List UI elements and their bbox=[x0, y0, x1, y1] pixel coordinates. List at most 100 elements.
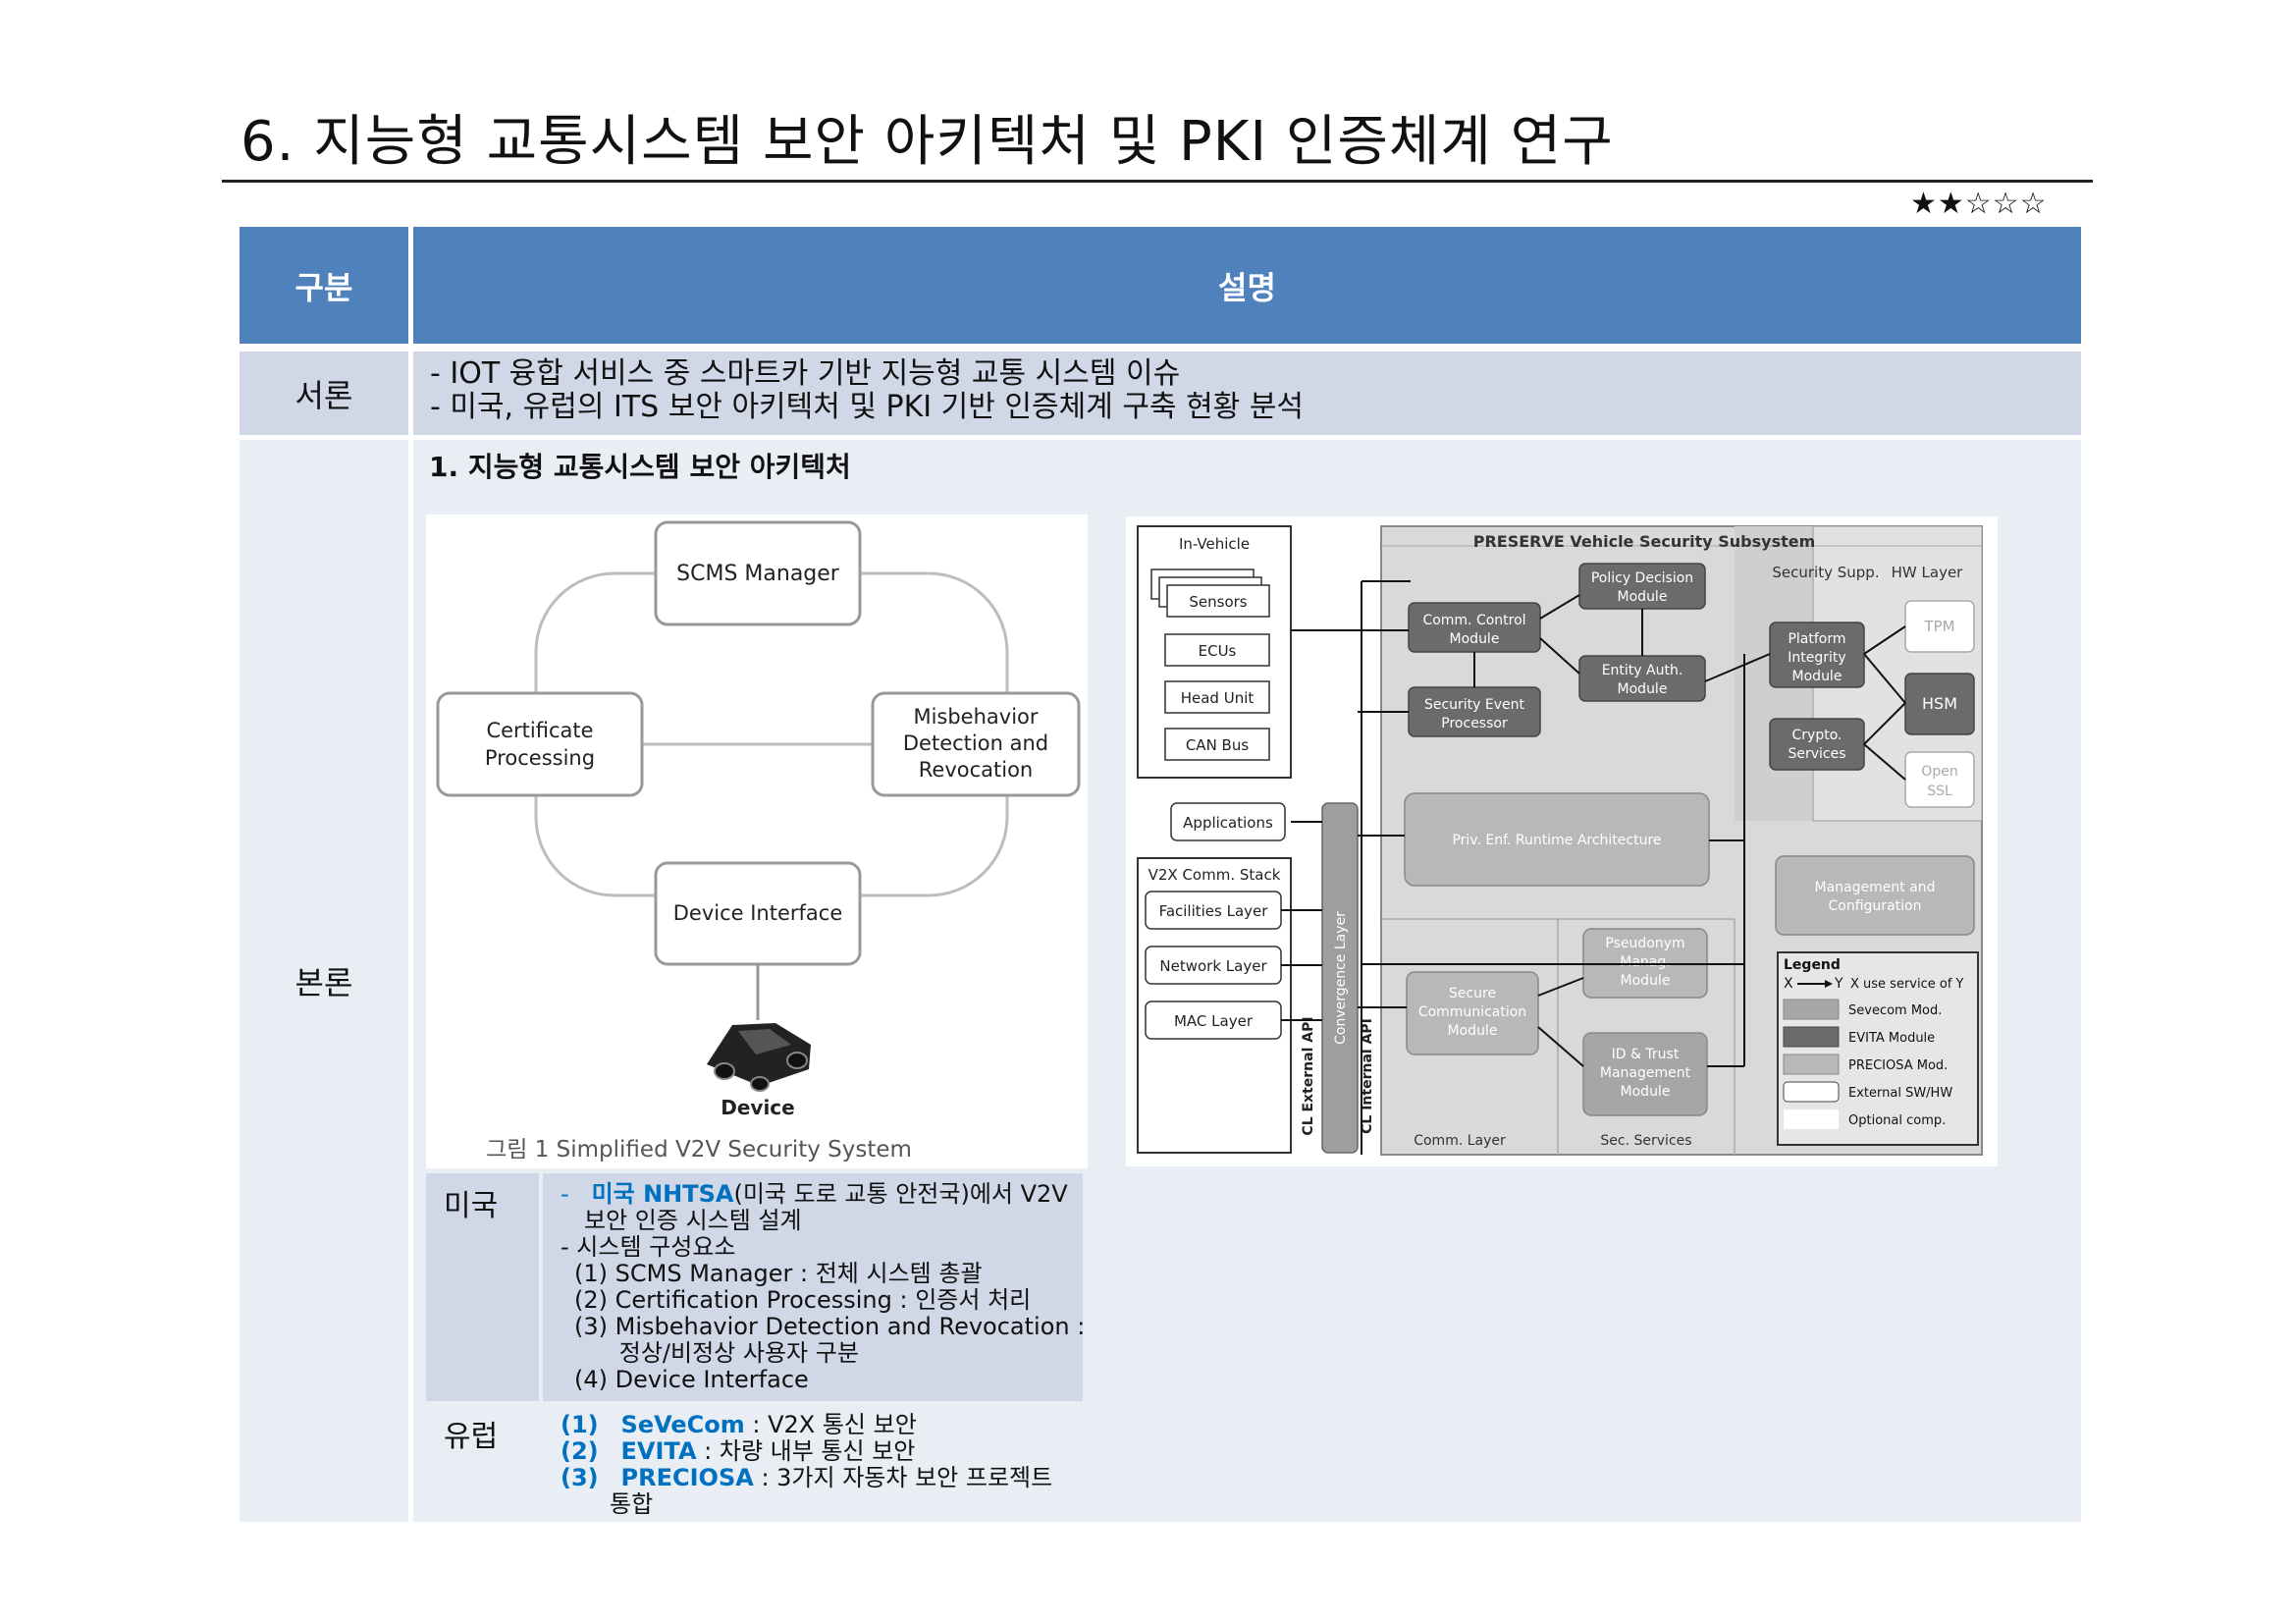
us-bullet-2: - 시스템 구성요소 bbox=[561, 1233, 736, 1261]
svg-text:Configuration: Configuration bbox=[1829, 898, 1922, 914]
svg-text:Revocation: Revocation bbox=[919, 758, 1033, 782]
intro-description-cell: - IOT 융합 서비스 중 스마트카 기반 지능형 교통 시스템 이슈 - 미… bbox=[413, 352, 2081, 435]
svg-text:Manag.: Manag. bbox=[1620, 954, 1670, 970]
star-rating: ★★☆☆☆ bbox=[1910, 187, 2048, 221]
svg-text:Module: Module bbox=[1792, 669, 1842, 684]
svg-text:Misbehavior: Misbehavior bbox=[913, 705, 1038, 729]
figure-preserve-architecture: PRESERVE Vehicle Security Subsystem Secu… bbox=[1126, 516, 1998, 1166]
us-label: 미국 bbox=[444, 1189, 499, 1223]
preserve-architecture-diagram: PRESERVE Vehicle Security Subsystem Secu… bbox=[1137, 525, 1983, 1156]
facilities-layer-label: Facilities Layer bbox=[1159, 902, 1269, 920]
eu-item-3: (3) PRECIOSA : 3가지 자동차 보안 프로젝트 bbox=[561, 1465, 1052, 1491]
svg-text:Module: Module bbox=[1621, 1084, 1671, 1100]
preserve-title: PRESERVE Vehicle Security Subsystem bbox=[1473, 532, 1816, 551]
us-bullet-1-dash: - bbox=[561, 1180, 569, 1208]
us-item-1: (1) SCMS Manager : 전체 시스템 총괄 bbox=[574, 1260, 983, 1287]
eu-label-cell: 유럽 bbox=[426, 1406, 539, 1522]
eu-label: 유럽 bbox=[444, 1420, 499, 1454]
openssl-module: Open SSL bbox=[1904, 751, 1975, 808]
connection-lines bbox=[1281, 580, 1906, 1155]
svg-text:Open: Open bbox=[1921, 764, 1957, 780]
eu-item-3-name: PRECIOSA bbox=[620, 1464, 754, 1491]
sensors-label: Sensors bbox=[1189, 593, 1247, 611]
intro-line-1: - IOT 융합 서비스 중 스마트카 기반 지능형 교통 시스템 이슈 bbox=[430, 356, 1181, 391]
us-org-name: 미국 NHTSA bbox=[591, 1180, 734, 1208]
eu-item-3-desc: : 3가지 자동차 보안 프로젝트 bbox=[753, 1464, 1053, 1491]
comm-control-module: Comm. Control Module bbox=[1408, 602, 1541, 653]
sec-services-label: Sec. Services bbox=[1600, 1133, 1691, 1149]
misbehavior-detection-node: Misbehavior Detection and Revocation bbox=[871, 691, 1081, 797]
header-category-cell: 구분 bbox=[240, 227, 408, 344]
svg-text:Module: Module bbox=[1618, 589, 1668, 605]
us-content-cell: - 미국 NHTSA(미국 도로 교통 안전국)에서 V2V 보안 인증 시스템… bbox=[543, 1173, 1086, 1401]
svg-text:Module: Module bbox=[1618, 681, 1668, 697]
ecus-label: ECUs bbox=[1199, 642, 1237, 660]
svg-text:Communication: Communication bbox=[1418, 1004, 1526, 1020]
section-heading: 1. 지능형 교통시스템 보안 아키텍처 bbox=[429, 451, 851, 483]
figure-1-caption: 그림 1 Simplified V2V Security System bbox=[486, 1137, 912, 1163]
svg-text:Processor: Processor bbox=[1441, 716, 1508, 731]
id-trust-management-module: ID & Trust Management Module bbox=[1582, 1032, 1708, 1116]
svg-text:Optional comp.: Optional comp. bbox=[1848, 1113, 1946, 1128]
priv-enf-runtime-module: Priv. Enf. Runtime Architecture bbox=[1404, 792, 1710, 887]
svg-text:HSM: HSM bbox=[1922, 694, 1957, 713]
eu-item-1-num: (1) bbox=[561, 1411, 599, 1438]
svg-text:Processing: Processing bbox=[485, 746, 595, 770]
svg-text:Security Event: Security Event bbox=[1424, 697, 1525, 713]
figure-v2v-security: SCMS Manager Certificate Processing Misb… bbox=[426, 514, 1088, 1168]
svg-text:SCMS Manager: SCMS Manager bbox=[676, 562, 840, 586]
eu-item-1-desc: : V2X 통신 보안 bbox=[744, 1411, 917, 1438]
us-label-cell: 미국 bbox=[426, 1173, 539, 1401]
body-category-label: 본론 bbox=[294, 964, 353, 1001]
cl-external-api-label: CL External API bbox=[1301, 1016, 1316, 1135]
svg-text:Legend: Legend bbox=[1784, 957, 1841, 973]
page-title: 6. 지능형 교통시스템 보안 아키텍처 및 PKI 인증체계 연구 bbox=[240, 110, 1614, 174]
eu-item-3-num: (3) bbox=[561, 1464, 599, 1491]
header-description-label: 설명 bbox=[1218, 268, 1276, 306]
svg-text:Integrity: Integrity bbox=[1788, 650, 1845, 666]
svg-text:Management and: Management and bbox=[1814, 880, 1935, 895]
svg-text:X use service of Y: X use service of Y bbox=[1850, 977, 1964, 992]
svg-text:Module: Module bbox=[1450, 631, 1500, 647]
us-item-2: (2) Certification Processing : 인증서 처리 bbox=[574, 1286, 1032, 1314]
in-vehicle-label: In-Vehicle bbox=[1179, 535, 1250, 553]
svg-text:Y: Y bbox=[1834, 976, 1843, 992]
eu-item-1-name: SeVeCom bbox=[620, 1411, 745, 1438]
crypto-services-module: Crypto. Services bbox=[1769, 718, 1865, 771]
us-item-3: (3) Misbehavior Detection and Revocation… bbox=[574, 1313, 1086, 1340]
comm-layer-label: Comm. Layer bbox=[1414, 1133, 1506, 1149]
network-layer-label: Network Layer bbox=[1159, 957, 1267, 975]
svg-text:Services: Services bbox=[1788, 746, 1845, 762]
svg-text:X: X bbox=[1784, 976, 1793, 992]
svg-text:Module: Module bbox=[1621, 973, 1671, 989]
applications-label: Applications bbox=[1183, 814, 1273, 832]
svg-text:Device Interface: Device Interface bbox=[673, 901, 843, 925]
svg-text:Crypto.: Crypto. bbox=[1792, 728, 1842, 743]
entity-auth-module: Entity Auth. Module bbox=[1578, 655, 1706, 702]
eu-item-1: (1) SeVeCom : V2X 통신 보안 bbox=[561, 1412, 917, 1438]
security-supp-label: Security Supp. bbox=[1772, 564, 1879, 581]
svg-text:SSL: SSL bbox=[1927, 784, 1952, 799]
svg-text:ID & Trust: ID & Trust bbox=[1612, 1047, 1680, 1062]
intro-line-2: - 미국, 유럽의 ITS 보안 아키텍처 및 PKI 기반 인증체계 구축 현… bbox=[430, 390, 1305, 424]
us-bullet-1: - 미국 NHTSA(미국 도로 교통 안전국)에서 V2V bbox=[561, 1181, 1068, 1208]
header-category-label: 구분 bbox=[294, 268, 353, 306]
eu-item-2-num: (2) bbox=[561, 1437, 599, 1465]
eu-item-2: (2) EVITA : 차량 내부 통신 보안 bbox=[561, 1438, 915, 1465]
svg-text:External SW/HW: External SW/HW bbox=[1848, 1086, 1952, 1101]
hsm-module: HSM bbox=[1904, 673, 1975, 735]
eu-item-3-cont: 통합 bbox=[610, 1490, 654, 1518]
svg-text:Detection and: Detection and bbox=[903, 731, 1048, 755]
us-item-3-cont: 정상/비정상 사용자 구분 bbox=[574, 1339, 859, 1367]
eu-item-2-desc: : 차량 내부 통신 보안 bbox=[696, 1437, 916, 1465]
mac-layer-label: MAC Layer bbox=[1174, 1012, 1254, 1030]
us-item-4: (4) Device Interface bbox=[574, 1366, 809, 1393]
svg-text:Certificate: Certificate bbox=[486, 719, 593, 742]
convergence-layer-label: Convergence Layer bbox=[1333, 911, 1349, 1045]
title-divider bbox=[222, 180, 2093, 183]
svg-text:Entity Auth.: Entity Auth. bbox=[1602, 663, 1683, 678]
svg-text:Pseudonym: Pseudonym bbox=[1605, 936, 1684, 951]
device-interface-node: Device Interface bbox=[654, 861, 862, 966]
eu-content-cell: (1) SeVeCom : V2X 통신 보안 (2) EVITA : 차량 내… bbox=[543, 1406, 1083, 1522]
svg-text:PRECIOSA Mod.: PRECIOSA Mod. bbox=[1848, 1058, 1948, 1073]
